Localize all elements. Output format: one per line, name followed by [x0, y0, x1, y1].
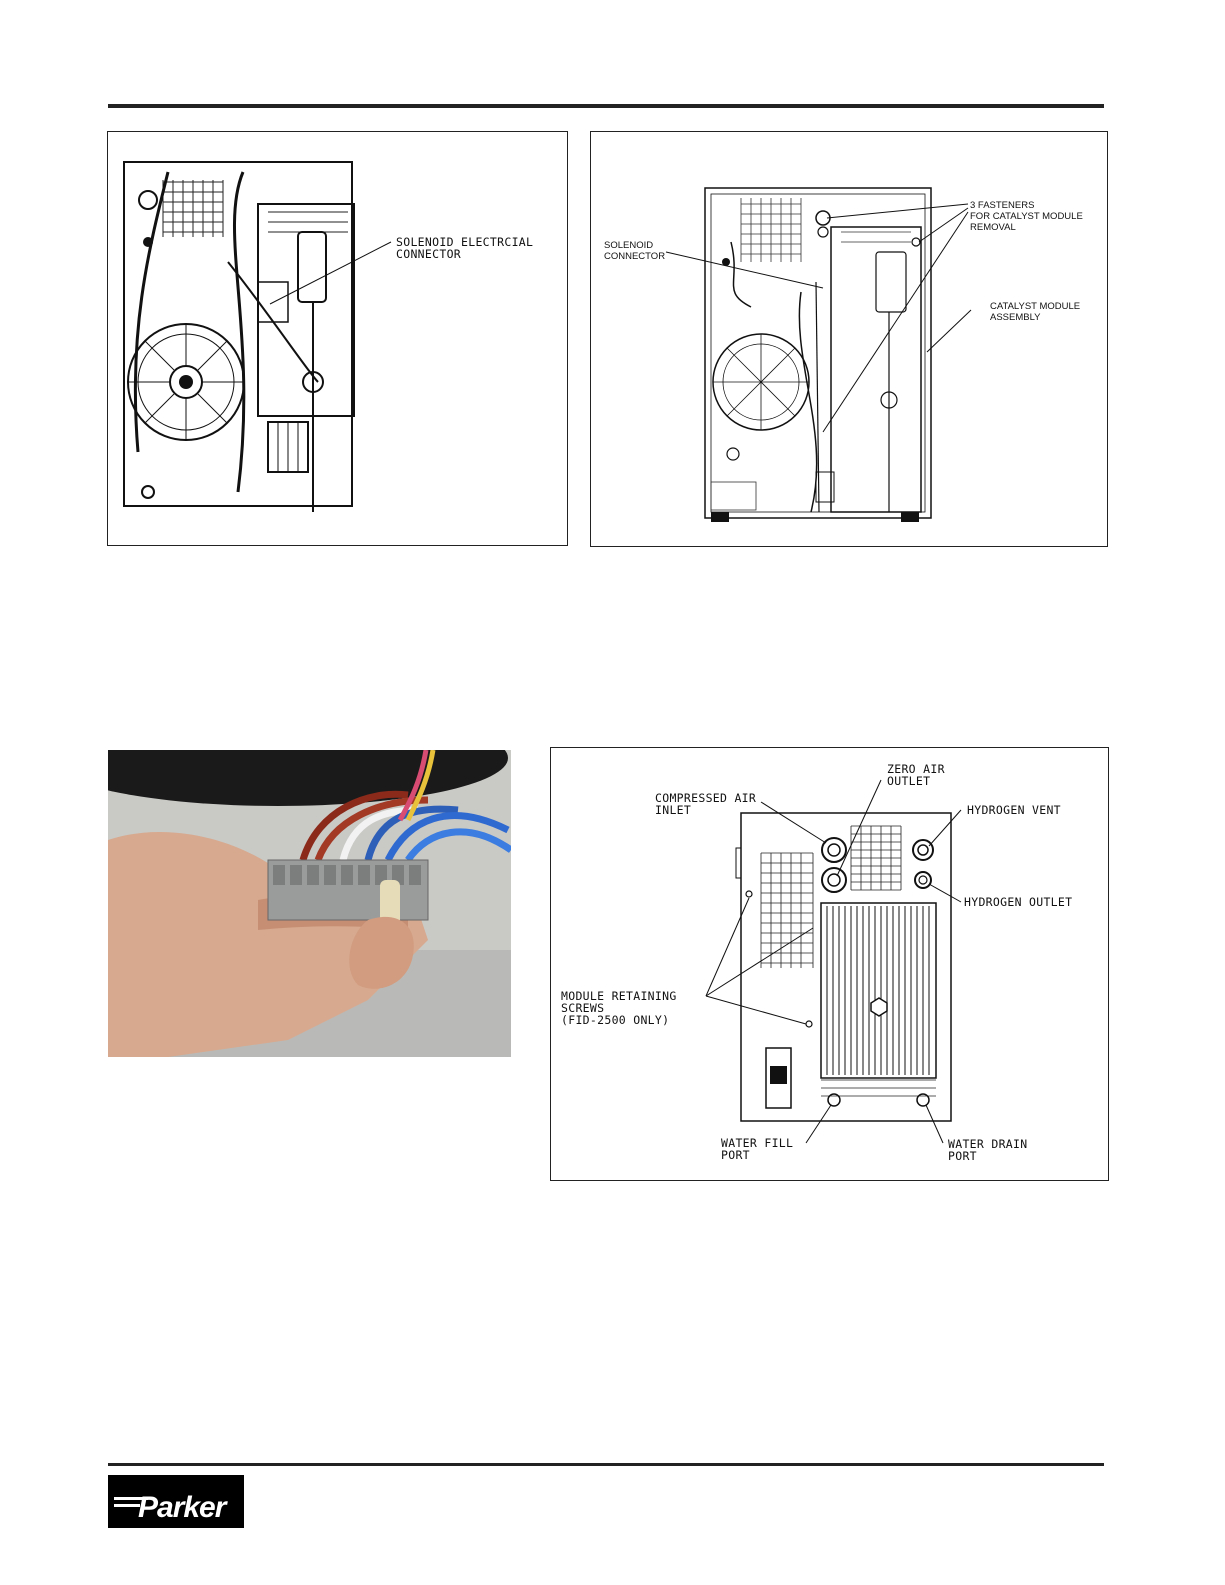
catalyst-module-drawing [591, 132, 1107, 546]
footer-rule [108, 1463, 1104, 1466]
internal-wiring-drawing [108, 132, 567, 545]
callout-solenoid-electrical-connector: SOLENOID ELECTRCIAL CONNECTOR [396, 236, 533, 260]
parker-logo: Parker [108, 1475, 244, 1528]
callout-solenoid-connector: SOLENOID CONNECTOR [604, 240, 665, 262]
figure-connector-photo [108, 750, 511, 1057]
callout-hydrogen-vent: HYDROGEN VENT [967, 804, 1061, 816]
figure-rear-panel-ports: COMPRESSED AIR INLET ZERO AIR OUTLET HYD… [550, 747, 1109, 1181]
callout-catalyst-module-assembly: CATALYST MODULE ASSEMBLY [990, 301, 1080, 323]
callout-water-fill-port: WATER FILL PORT [721, 1137, 793, 1161]
callout-three-fasteners: 3 FASTENERS FOR CATALYST MODULE REMOVAL [970, 200, 1083, 233]
callout-hydrogen-outlet: HYDROGEN OUTLET [964, 896, 1072, 908]
callout-compressed-air-inlet: COMPRESSED AIR INLET [655, 792, 756, 816]
callout-module-retaining-screws: MODULE RETAINING SCREWS (FID-2500 ONLY) [561, 990, 677, 1026]
callout-zero-air-outlet: ZERO AIR OUTLET [887, 763, 945, 787]
figure-solenoid-electrical-view: SOLENOID ELECTRCIAL CONNECTOR [107, 131, 568, 546]
connector-photo-image [108, 750, 511, 1057]
header-rule [108, 104, 1104, 108]
figure-catalyst-module-removal: 3 FASTENERS FOR CATALYST MODULE REMOVAL … [590, 131, 1108, 547]
callout-water-drain-port: WATER DRAIN PORT [948, 1138, 1027, 1162]
parker-logo-text: Parker [138, 1491, 225, 1525]
